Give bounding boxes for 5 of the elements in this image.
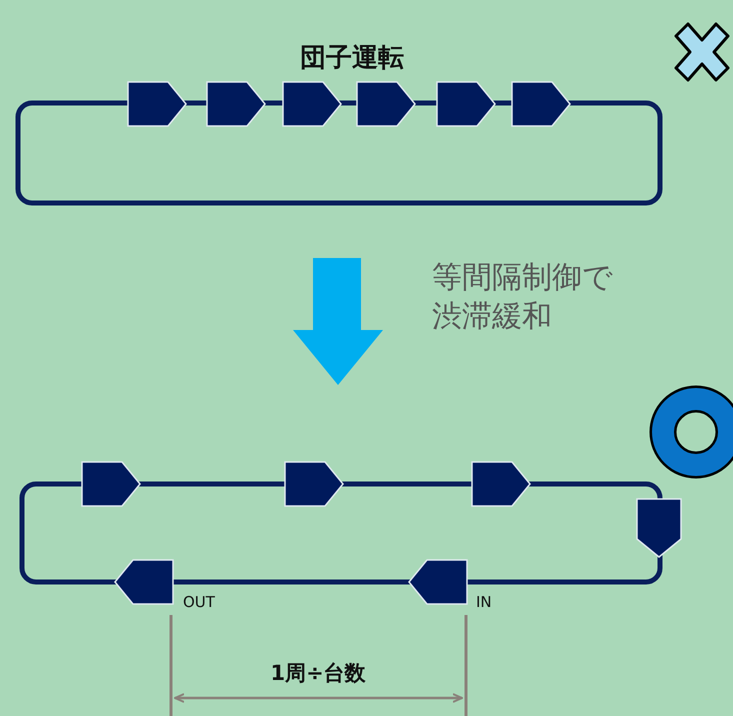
dimension-label: 1周÷台数 — [270, 660, 366, 687]
caption-text: 等間隔制御で渋滞緩和 — [432, 259, 614, 336]
heading: 団子運転 — [300, 42, 404, 75]
port-label: IN — [476, 593, 492, 612]
port-label: OUT — [183, 593, 215, 612]
